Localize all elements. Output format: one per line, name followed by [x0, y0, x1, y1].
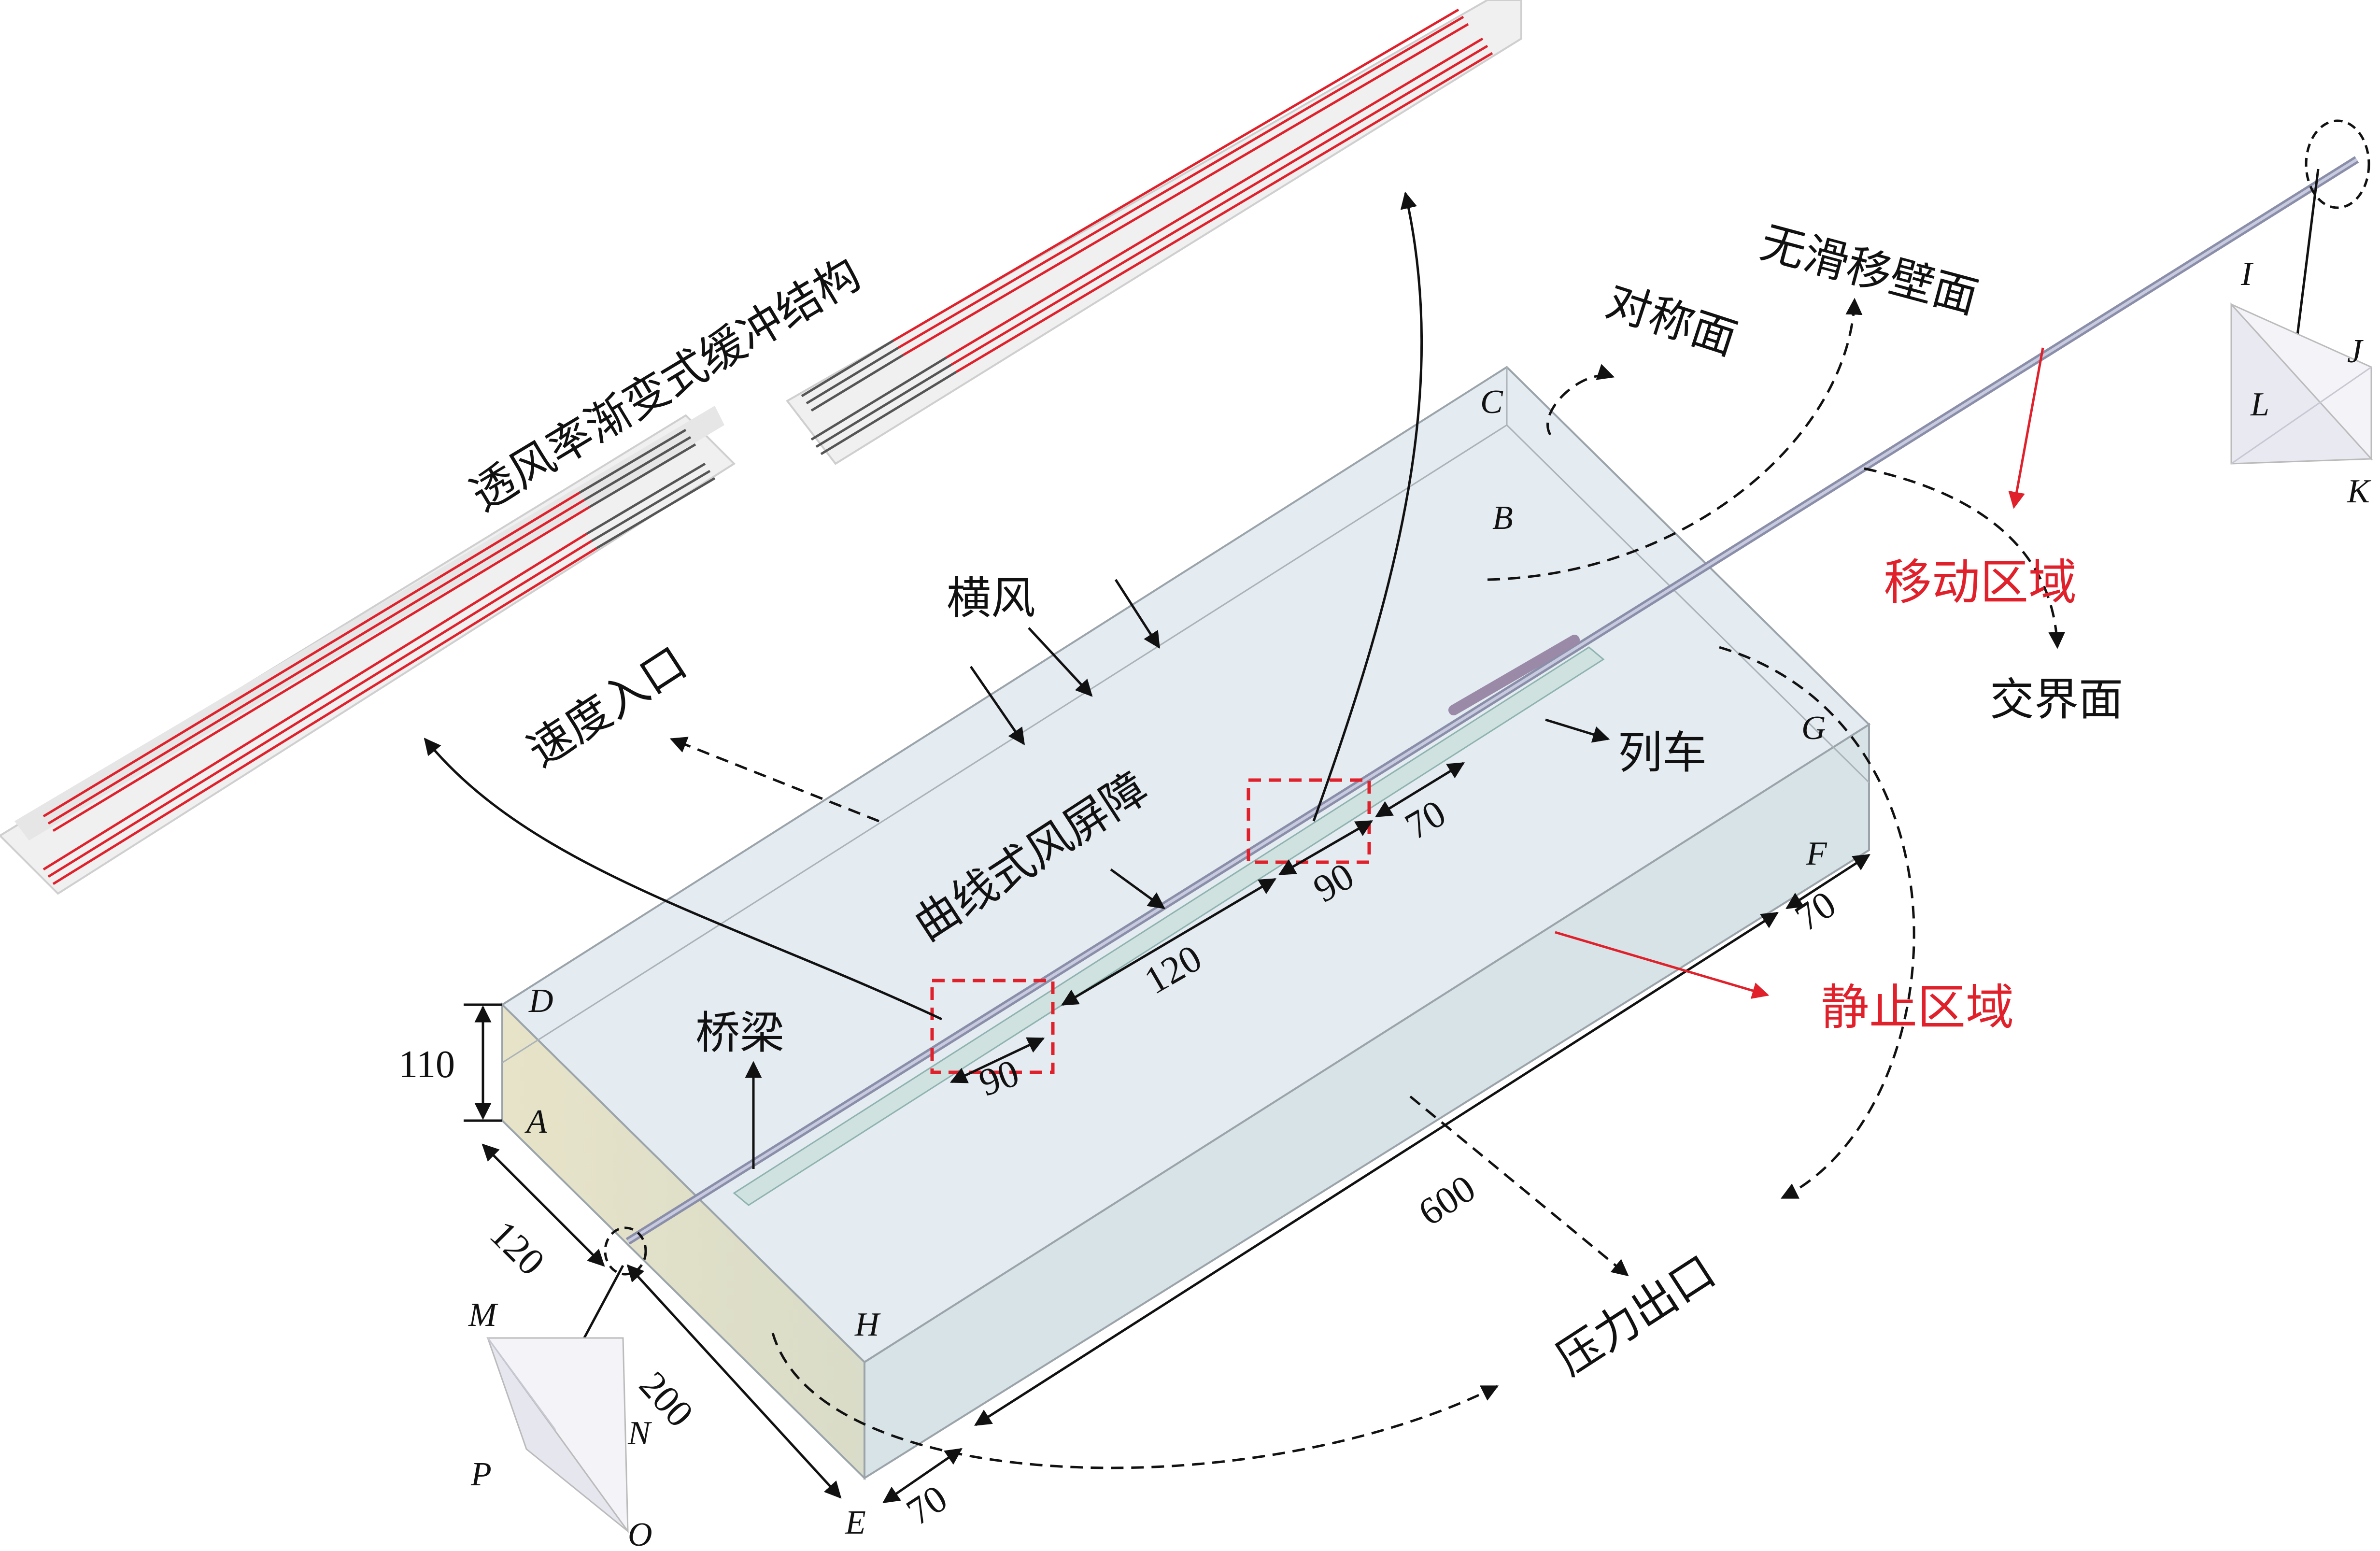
buffer-structure-left: [0, 406, 736, 895]
dim-width-120: 120: [482, 1213, 552, 1284]
point-label-A: A: [524, 1103, 547, 1140]
point-label-F: F: [1806, 835, 1828, 872]
point-label-M: M: [468, 1296, 498, 1334]
dimension-lines: [464, 762, 1870, 1504]
point-label-C: C: [1480, 384, 1503, 421]
no-slip-wall-label: 无滑移壁面: [1755, 216, 1983, 324]
outlet-end-marker: [2305, 119, 2370, 209]
point-label-N: N: [627, 1415, 652, 1452]
train-label: 列车: [1618, 727, 1707, 779]
annotation-arrows: [424, 169, 2320, 1469]
static-region-label: 静止区域: [1821, 979, 2014, 1036]
crosswind-label: 横风: [947, 572, 1035, 624]
pressure-outlet-label: 压力出口: [1547, 1245, 1725, 1385]
point-label-K: K: [2347, 473, 2371, 510]
velocity-inlet-label: 速度入口: [519, 637, 696, 777]
inset-outlet-section: [2230, 302, 2373, 465]
buffer-structure-right: [786, 0, 1522, 465]
point-label-I: I: [2240, 256, 2254, 293]
train-body: [1448, 635, 1580, 715]
symmetry-plane-label: 对称面: [1600, 275, 1743, 365]
dim-length-600: 600: [1411, 1167, 1483, 1234]
point-label-G: G: [1801, 710, 1826, 747]
point-label-H: H: [854, 1306, 881, 1343]
point-label-L: L: [2250, 386, 2269, 423]
point-label-E: E: [845, 1504, 866, 1541]
point-label-B: B: [1492, 499, 1513, 537]
region-arrows: [1555, 347, 2044, 999]
point-label-O: O: [628, 1516, 652, 1551]
point-label-D: D: [528, 982, 553, 1020]
point-label-J: J: [2347, 333, 2364, 370]
point-label-P: P: [470, 1456, 492, 1493]
moving-region-label: 移动区域: [1884, 554, 2077, 611]
inset-inlet-section: [486, 1337, 629, 1534]
inlet-end-marker: [604, 1226, 647, 1276]
dim-height-110: 110: [398, 1043, 455, 1086]
bridge-label: 桥梁: [695, 1007, 784, 1059]
interface-label: 交界面: [1990, 674, 2123, 726]
